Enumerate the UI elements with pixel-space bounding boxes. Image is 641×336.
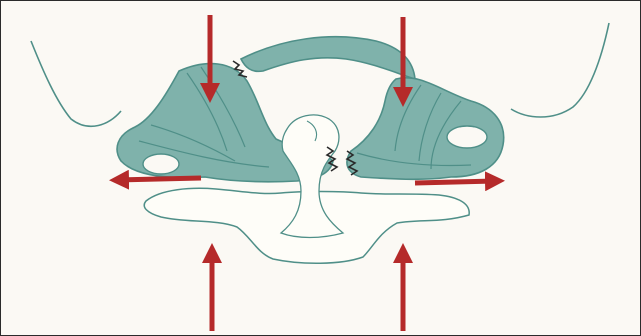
right-transverse-foramen [447, 126, 487, 148]
posterior-arch [241, 37, 415, 79]
force-arrow-out-left [119, 178, 201, 180]
skull-base-left-line [31, 41, 121, 126]
left-transverse-foramen [143, 154, 179, 174]
skull-base-right-line [511, 23, 609, 117]
force-arrow-out-right [415, 181, 495, 183]
